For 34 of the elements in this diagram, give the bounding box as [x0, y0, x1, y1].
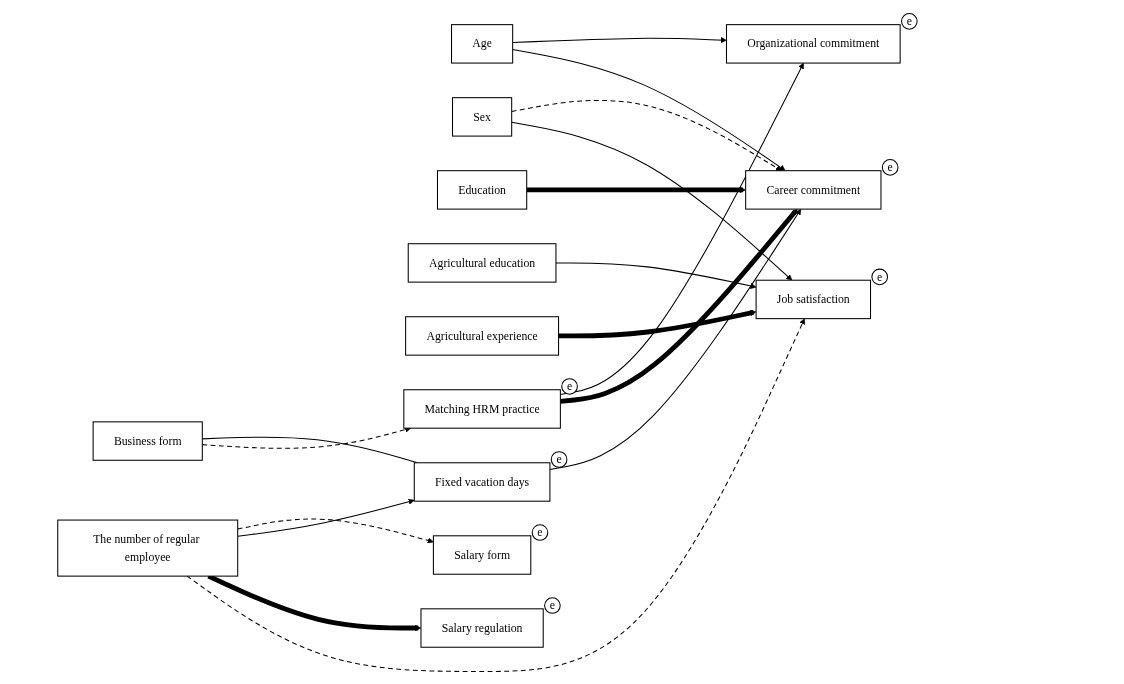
node-label: e — [877, 270, 883, 284]
node-box: Fixed vacation days — [413, 462, 551, 502]
node-label: e — [556, 452, 562, 466]
arrow — [558, 309, 757, 339]
arrow — [512, 37, 727, 44]
node-box: Sex — [452, 97, 513, 137]
arrow — [237, 498, 415, 537]
node-label: e — [566, 379, 573, 393]
node-label: e — [906, 14, 912, 28]
arrow — [186, 318, 806, 672]
arrow — [559, 62, 804, 396]
arrow — [560, 208, 798, 404]
arrow — [549, 208, 802, 471]
arrow — [512, 48, 786, 171]
node-box: Business form — [92, 421, 203, 461]
node-box: Salary regulation — [420, 608, 544, 648]
arrow — [511, 99, 782, 171]
node-box: Matching HRM practice — [403, 389, 561, 429]
node-label: e — [549, 598, 556, 612]
arrow — [526, 186, 746, 193]
node-box: The number of regular employee — [57, 519, 239, 577]
node-box: Age — [451, 24, 514, 64]
node-label: e — [887, 160, 893, 174]
node-box: Agricultural experience — [405, 316, 560, 356]
node-box: Salary form — [432, 535, 532, 575]
node-box: Organizational commitment — [725, 24, 901, 64]
node-label: e — [537, 525, 543, 539]
node-box: Job satisfaction — [755, 279, 872, 320]
node-box: Education — [436, 170, 528, 210]
arrow — [555, 262, 757, 289]
node-box: Career commitment — [745, 170, 882, 210]
node-box: Agricultural education — [407, 243, 557, 283]
arrow — [511, 121, 793, 281]
arrow — [237, 518, 434, 544]
